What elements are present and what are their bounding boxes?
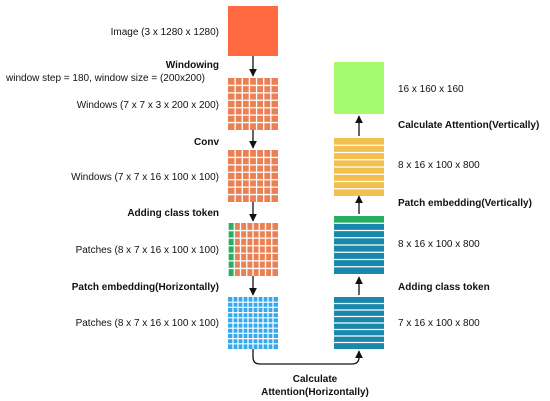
grid-background — [228, 150, 278, 202]
calc-attention-horizontal-line1: Calculate — [292, 374, 338, 385]
result-block — [334, 62, 384, 114]
conv-title: Conv — [194, 137, 219, 148]
patches-with-class-token-block — [227, 223, 278, 276]
patch-embedding-vertical-block — [334, 216, 384, 274]
windows-grid — [235, 223, 278, 276]
patch-embedding-horizontal-title: Patch embedding(Horizontally) — [71, 282, 219, 293]
windowing-title: Windowing — [165, 60, 219, 71]
windows-label: Windows (7 x 7 x 3 x 200 x 200) — [76, 100, 219, 111]
conv-windows-label: Windows (7 x 7 x 16 x 100 x 100) — [71, 172, 219, 183]
class-token-vertical-title: Adding class token — [398, 282, 490, 293]
result-label: 16 x 160 x 160 — [398, 84, 464, 95]
image-block — [228, 6, 278, 56]
calc-attention-horizontal-line2: Attention(Horizontally) — [261, 387, 369, 398]
patch-embedding-horizontal-block — [228, 297, 278, 349]
windows-grid-block — [228, 78, 278, 130]
class-token-vertical-block — [334, 297, 384, 349]
attention-vertical-label: 8 x 16 x 100 x 800 — [398, 160, 480, 171]
attention-vertical-block — [334, 138, 384, 196]
patch-vertical-label: 8 x 16 x 100 x 800 — [398, 239, 480, 250]
class-token-title: Adding class token — [127, 208, 219, 219]
patch-vertical-class-label: 7 x 16 x 100 x 800 — [398, 318, 480, 329]
grid-background — [228, 78, 278, 130]
patches-embedded-label: Patches (8 x 7 x 16 x 100 x 100) — [75, 318, 219, 329]
conv-windows-grid-block — [228, 150, 278, 202]
patches-label: Patches (8 x 7 x 16 x 100 x 100) — [75, 245, 219, 256]
patch-embedding-vertical-title: Patch embedding(Vertically) — [398, 198, 532, 209]
class-token-row — [334, 216, 384, 224]
class-token-column — [228, 223, 235, 276]
arrow-horizontal-to-vertical — [252, 349, 363, 365]
calc-attention-vertical-title: Calculate Attention(Vertically) — [398, 120, 540, 131]
windowing-desc: window step = 180, window size = (200x20… — [6, 73, 206, 84]
image-label: Image (3 x 1280 x 1280) — [110, 27, 219, 38]
